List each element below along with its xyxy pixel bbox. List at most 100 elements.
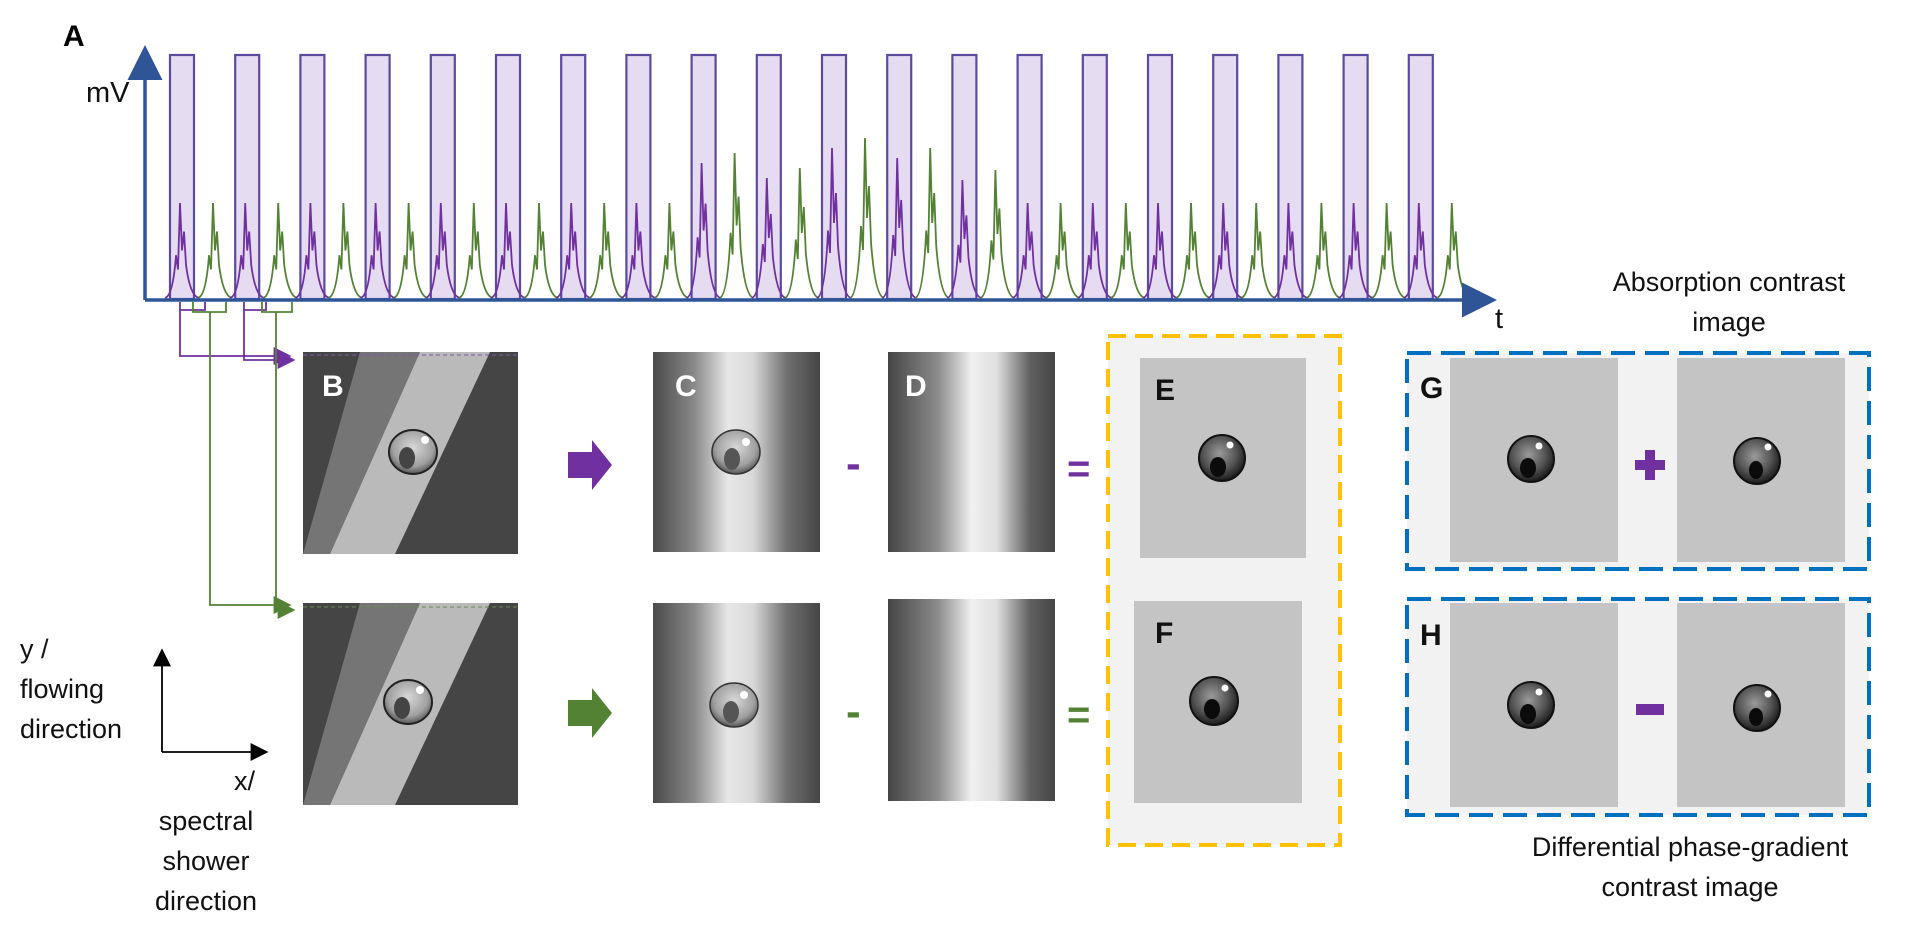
equals-operator-bottom: = [1067, 693, 1090, 737]
green-peak [1175, 202, 1211, 299]
purple-peak [751, 177, 787, 299]
purple-peak [490, 202, 526, 299]
purple-peak [1338, 202, 1373, 299]
image-h-right [1677, 603, 1845, 807]
y-direction-line1: y / [20, 634, 49, 664]
green-peak [197, 202, 233, 299]
x-direction-line1: x/ [234, 766, 256, 796]
image-f [1134, 601, 1302, 803]
acquisition-window [1212, 53, 1239, 301]
image-b2 [303, 603, 518, 805]
acquisition-window [1016, 53, 1043, 301]
y-axis-label: mV [86, 77, 130, 109]
purple-peak [1272, 202, 1308, 299]
green-peak [1240, 202, 1276, 299]
acquisition-window [755, 53, 782, 301]
green-peak [393, 202, 428, 299]
green-peak [1371, 202, 1406, 299]
acquisition-window [299, 53, 326, 301]
purple-peak [1403, 202, 1439, 299]
acquisition-window [364, 53, 391, 301]
green-peak [653, 202, 689, 299]
acquisition-window [560, 53, 587, 301]
purple-peak [425, 202, 461, 299]
green-peak [719, 152, 755, 299]
purple-peak [686, 162, 722, 299]
connector-lines [179, 302, 296, 619]
arrow-green-right-icon [568, 688, 612, 738]
green-peak [979, 169, 1015, 299]
image-c2 [653, 603, 820, 803]
acquisition-windows [168, 53, 1434, 301]
acquisition-window [951, 53, 978, 301]
panel-label-f: F [1155, 617, 1173, 650]
green-peak [523, 202, 559, 299]
x-direction-line4: direction [155, 886, 257, 916]
image-d2 [888, 599, 1055, 801]
acquisition-window [494, 53, 522, 301]
x-axis-label: t [1495, 303, 1503, 335]
green-peak [914, 147, 950, 299]
absorption-caption-line1: Absorption contrast [1613, 267, 1846, 297]
panel-label-h: H [1420, 619, 1442, 652]
image-g-left [1450, 358, 1618, 562]
plus-operator-icon [1635, 450, 1665, 480]
image-g-right [1677, 358, 1845, 562]
acquisition-window [168, 53, 196, 301]
green-peak [1436, 202, 1472, 299]
acquisition-window [1146, 53, 1174, 301]
purple-peak [229, 202, 265, 299]
purple-peak [816, 147, 852, 299]
y-direction-line3: direction [20, 714, 122, 744]
green-peak [784, 167, 820, 299]
green-peak [327, 202, 363, 299]
image-e [1140, 358, 1306, 558]
purple-peak [946, 179, 982, 299]
arrow-purple-right-icon [568, 440, 612, 490]
image-d [888, 352, 1055, 552]
acquisition-window [1277, 53, 1304, 301]
purple-peak [555, 202, 591, 299]
green-peak [262, 202, 298, 299]
purple-peak [1012, 202, 1047, 299]
green-peak [458, 202, 494, 299]
differential-caption-line2: contrast image [1601, 872, 1778, 902]
green-peak [588, 202, 624, 299]
acquisition-window [1407, 53, 1434, 301]
purple-peak [1077, 202, 1113, 299]
purple-peak [1142, 202, 1178, 299]
equals-operator-top: = [1067, 447, 1090, 491]
y-direction-line2: flowing [20, 674, 104, 704]
acquisition-window [234, 53, 261, 301]
image-c [653, 352, 820, 552]
purple-peak [620, 202, 656, 299]
panel-label-a: A [63, 20, 85, 53]
purple-peak [360, 202, 395, 299]
purple-peak [1207, 202, 1243, 299]
x-direction-line3: shower [162, 846, 249, 876]
absorption-caption-line2: image [1692, 307, 1766, 337]
green-peak [1045, 202, 1080, 299]
panel-label-c: C [675, 370, 697, 403]
pulse-peaks [164, 137, 1472, 299]
panel-label-d: D [905, 370, 927, 403]
purple-peak [294, 202, 330, 299]
acquisition-window [1342, 53, 1369, 301]
minus-operator-bottom: - [846, 687, 861, 736]
purple-peak [881, 157, 917, 299]
image-b [303, 352, 518, 554]
acquisition-window [1081, 53, 1108, 301]
image-h-left [1450, 603, 1618, 807]
minus-operator-top: - [846, 439, 861, 488]
panel-label-b: B [322, 370, 344, 403]
panel-label-e: E [1155, 374, 1175, 407]
acquisition-window [429, 53, 456, 301]
acquisition-window [625, 53, 652, 301]
panel-label-g: G [1420, 372, 1443, 405]
green-peak [1305, 202, 1341, 299]
purple-peak [164, 202, 200, 299]
green-peak [849, 137, 885, 299]
green-peak [1110, 202, 1146, 299]
x-direction-line2: spectral [159, 806, 254, 836]
